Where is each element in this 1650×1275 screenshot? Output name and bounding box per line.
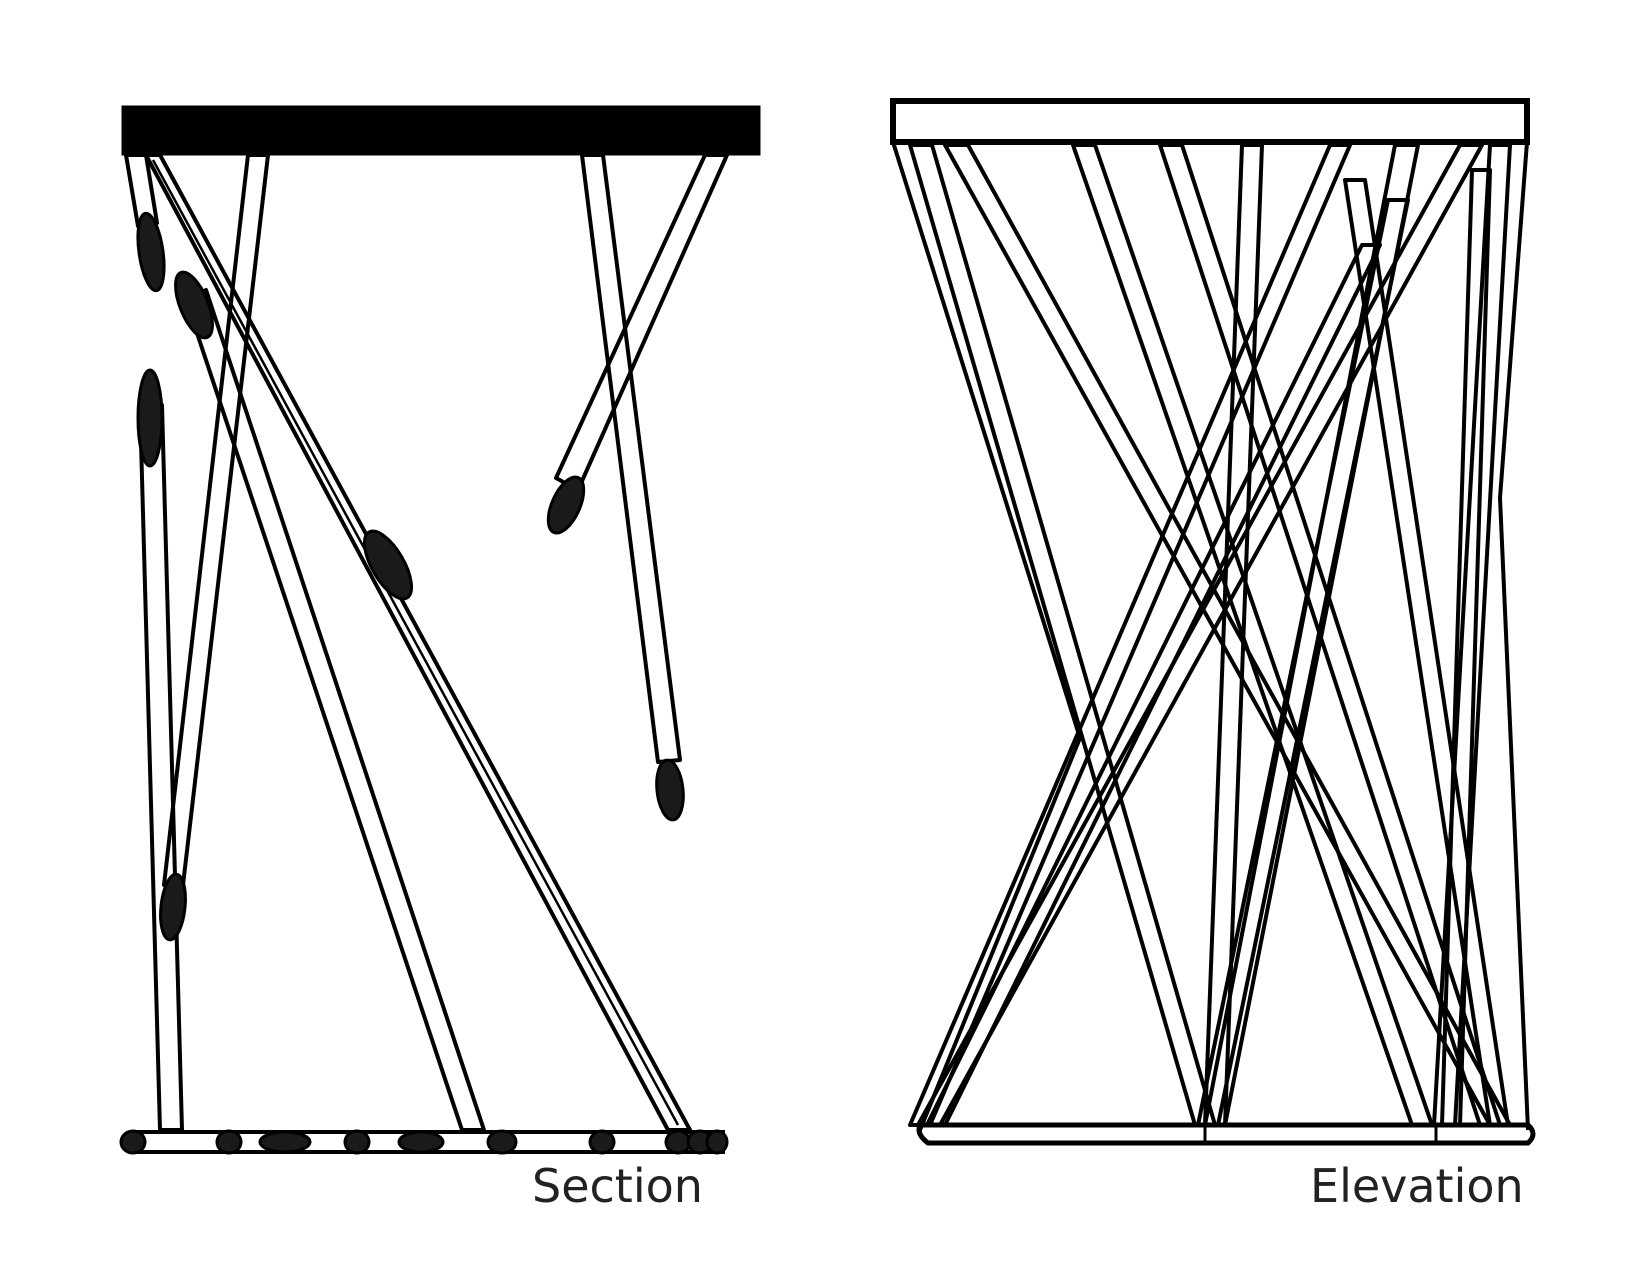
section-rod-1: [124, 153, 166, 293]
section-rod-6: [580, 153, 685, 822]
section-label: Section: [532, 1159, 703, 1213]
elevation-rod-13: [1440, 168, 1492, 1127]
section-top-slab: [121, 105, 761, 156]
section-rod-3: [159, 153, 270, 942]
section-rod-4: [174, 270, 486, 1132]
elevation-rod-11: [1196, 198, 1410, 1127]
elevation-top-ring: [890, 98, 1530, 145]
elevation-rod-12: [925, 243, 1382, 1127]
elevation-base-ring: [916, 1122, 1536, 1146]
elevation-outer-profile: [891, 141, 1530, 1131]
elevation-label: Elevation: [1310, 1159, 1524, 1213]
section-view: Section: [119, 105, 761, 1213]
section-rod-7: [546, 153, 729, 535]
section-rod-2: [136, 368, 184, 1132]
elevation-rod-10: [1343, 178, 1510, 1127]
section-base-bar: [119, 1129, 729, 1155]
elevation-view: Elevation: [890, 98, 1536, 1213]
elevation-rod-8: [916, 143, 1484, 1127]
elevation-rod-7: [1203, 143, 1420, 1127]
section-rod-5: [144, 153, 692, 1132]
